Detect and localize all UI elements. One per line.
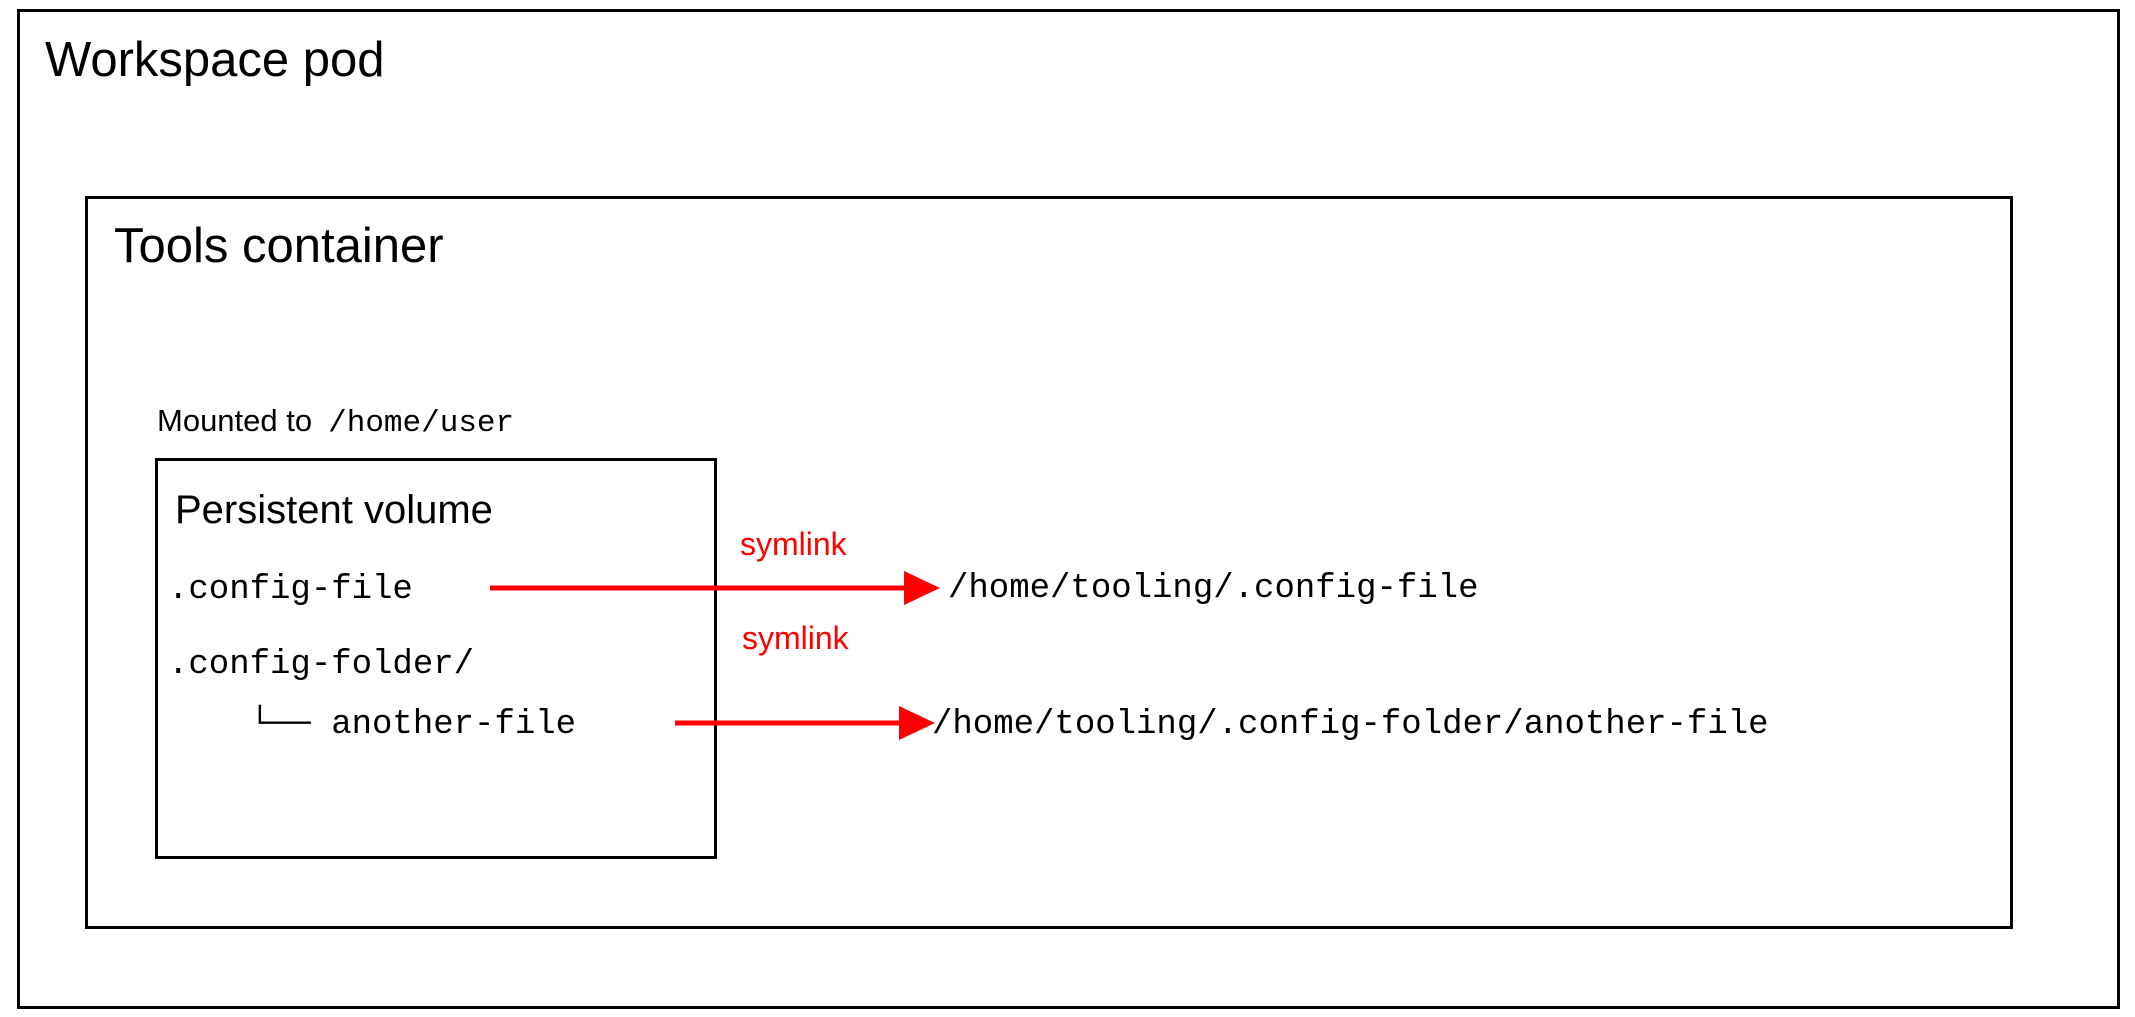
tools-container-box [85, 196, 2013, 929]
mount-path-value: /home/user [328, 406, 515, 441]
symlink-arrow-1-icon [490, 571, 940, 605]
symlink-target-2: /home/tooling/.config-folder/another-fil… [932, 706, 1769, 744]
volume-entry-config-folder: .config-folder/ [168, 646, 475, 684]
symlink-target-1: /home/tooling/.config-file [948, 570, 1479, 608]
persistent-volume-box [155, 458, 717, 859]
mount-annotation: Mounted to/home/user [157, 405, 514, 439]
tools-container-title: Tools container [114, 219, 444, 273]
volume-entry-config-file: .config-file [168, 571, 413, 609]
volume-entry-another-file: └── another-file [168, 706, 577, 744]
workspace-pod-title: Workspace pod [45, 33, 385, 87]
symlink-label-1: symlink [740, 526, 847, 562]
symlink-label-2: symlink [742, 620, 849, 656]
persistent-volume-title: Persistent volume [175, 488, 493, 532]
symlink-arrow-2-icon [675, 706, 935, 740]
mount-prefix-label: Mounted to [157, 403, 313, 438]
workspace-pod-box [17, 9, 2120, 1009]
